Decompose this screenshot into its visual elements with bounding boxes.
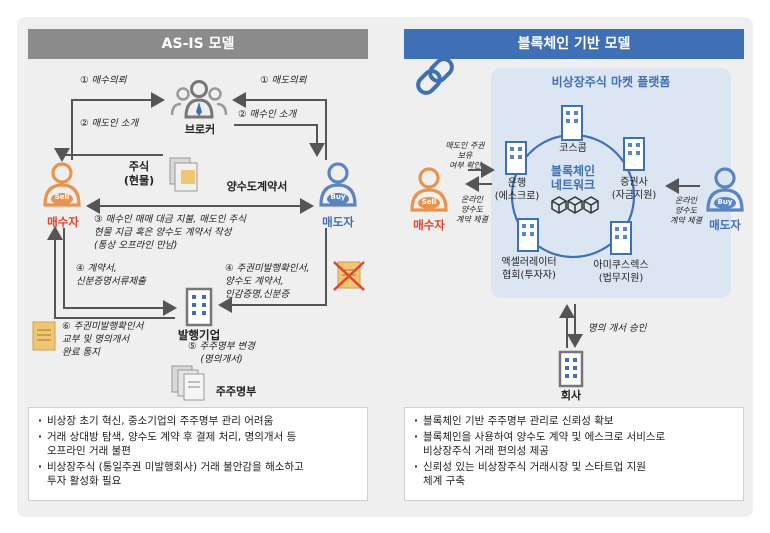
- platform-sell-badge: Sell: [421, 198, 437, 206]
- step1-right: ① 매도의뢰: [260, 75, 307, 86]
- stock-document-icon: [169, 157, 198, 192]
- buyer-label: 매도자: [322, 215, 354, 229]
- blockchain-bullet-1: 블록체인 기반 주주명부 관리로 신뢰성 확보: [413, 414, 735, 428]
- buyer-note-contract: 온라인 양수도 계약 체결: [670, 196, 702, 225]
- broker-arrows: [54, 92, 327, 162]
- register-label: 주주명부: [215, 385, 257, 398]
- platform-seller-label: 매수자: [413, 218, 445, 232]
- approval-label: 명의 개서 승인: [588, 323, 647, 334]
- blockchain-bullet-2: 블록체인을 사용하여 양수도 계약 및 에스크로 서비스로 비상장주식 거래 편…: [413, 430, 735, 458]
- blockchain-header: 블록체인 기반 모델: [404, 29, 744, 59]
- sell-badge: Sell: [54, 193, 70, 201]
- company-building-icon: [185, 287, 213, 327]
- platform-title: 비상장주식 마켓 플랫폼: [551, 75, 671, 89]
- contract-label: 양수도계약서: [226, 180, 288, 193]
- notice-document-icon: [32, 321, 56, 351]
- broker-label: 브로커: [184, 123, 216, 136]
- node-accelerator: 액셀러레이터 협회(투자자): [501, 257, 557, 281]
- buyer-person-icon: [319, 162, 357, 207]
- node-building-windows: [510, 111, 640, 239]
- node-securities: 증권사 (자금지원): [611, 177, 657, 201]
- network-label: 블록체인 네트워크: [550, 164, 596, 192]
- asis-bullet-1: 비상장 초기 혁신, 중소기업의 주주명부 관리 어려움: [37, 414, 359, 428]
- seller-label: 매수자: [47, 215, 79, 229]
- platform-seller-icon: [410, 167, 448, 212]
- chain-link-icon: [416, 57, 454, 95]
- asis-header: AS-IS 모델: [28, 29, 368, 59]
- node-bank: 은행 (에스크로): [494, 178, 540, 202]
- step1-left: ① 매수의뢰: [80, 75, 127, 86]
- blockchain-bullets: 블록체인 기반 주주명부 관리로 신뢰성 확보 블록체인을 사용하여 양수도 계…: [404, 407, 744, 501]
- asis-bullets: 비상장 초기 혁신, 중소기업의 주주명부 관리 어려움 거래 상대방 탐색, …: [28, 407, 368, 501]
- step4-right: ④ 주권미발행확인서, 양수도 계약서, 인감증명,신분증: [225, 263, 310, 300]
- platform-arrows: [465, 162, 700, 348]
- company-arrows: [47, 226, 327, 319]
- node-koscom: 코스콤: [559, 143, 587, 154]
- broker-icon: [170, 80, 228, 119]
- register-documents-icon: [171, 365, 205, 401]
- platform-buyer-label: 매도자: [709, 218, 741, 232]
- blockchain-bullet-3: 신뢰성 있는 비상장주식 거래시장 및 스타트업 지원 체계 구축: [413, 460, 735, 488]
- seller-note-contract: 온라인 양수도 계약 체결: [456, 195, 488, 224]
- seller-person-icon: [43, 162, 81, 207]
- step6-text: ⑥ 주권미발행확인서 교부 및 명의개서 완료 통지: [62, 321, 144, 358]
- step2-right: ② 매수인 소개: [238, 109, 297, 120]
- buy-badge: Buy: [330, 193, 346, 201]
- cancelled-document-icon: [333, 261, 365, 291]
- platform-company-icon: [558, 350, 584, 388]
- stock-label: 주식 (현물): [123, 160, 155, 187]
- step4-left: ④ 계약서, 신분증명서류제출: [76, 263, 146, 287]
- seller-note-verify: 매도인 주권 보유 여부 확인: [445, 141, 485, 170]
- step5-text: ⑤ 주주명부 변경 (명의개서): [188, 341, 255, 365]
- platform-box: [491, 68, 731, 298]
- node-amicus: 아미쿠스렉스 (법무지원): [593, 260, 649, 284]
- step3-text: ③ 매수인 매매 대금 지불, 매도인 주식 현물 지급 혹은 양수도 계약서 …: [94, 214, 247, 251]
- platform-buy-badge: Buy: [717, 198, 733, 206]
- asis-bullet-3: 비상장주식 (통일주권 미발행회사) 거래 불안감을 해소하고 투자 활성화 필…: [37, 460, 359, 488]
- asis-bullet-2: 거래 상대방 탐색, 양수도 계약 후 결제 처리, 명의개서 등 오프라인 거…: [37, 430, 359, 458]
- platform-buyer-icon: [706, 167, 744, 212]
- blockchain-cubes-icon: [551, 196, 599, 214]
- step2-left: ② 매도인 소개: [80, 118, 139, 129]
- platform-company-label: 회사: [560, 389, 582, 402]
- company-label: 발행기업: [177, 328, 221, 342]
